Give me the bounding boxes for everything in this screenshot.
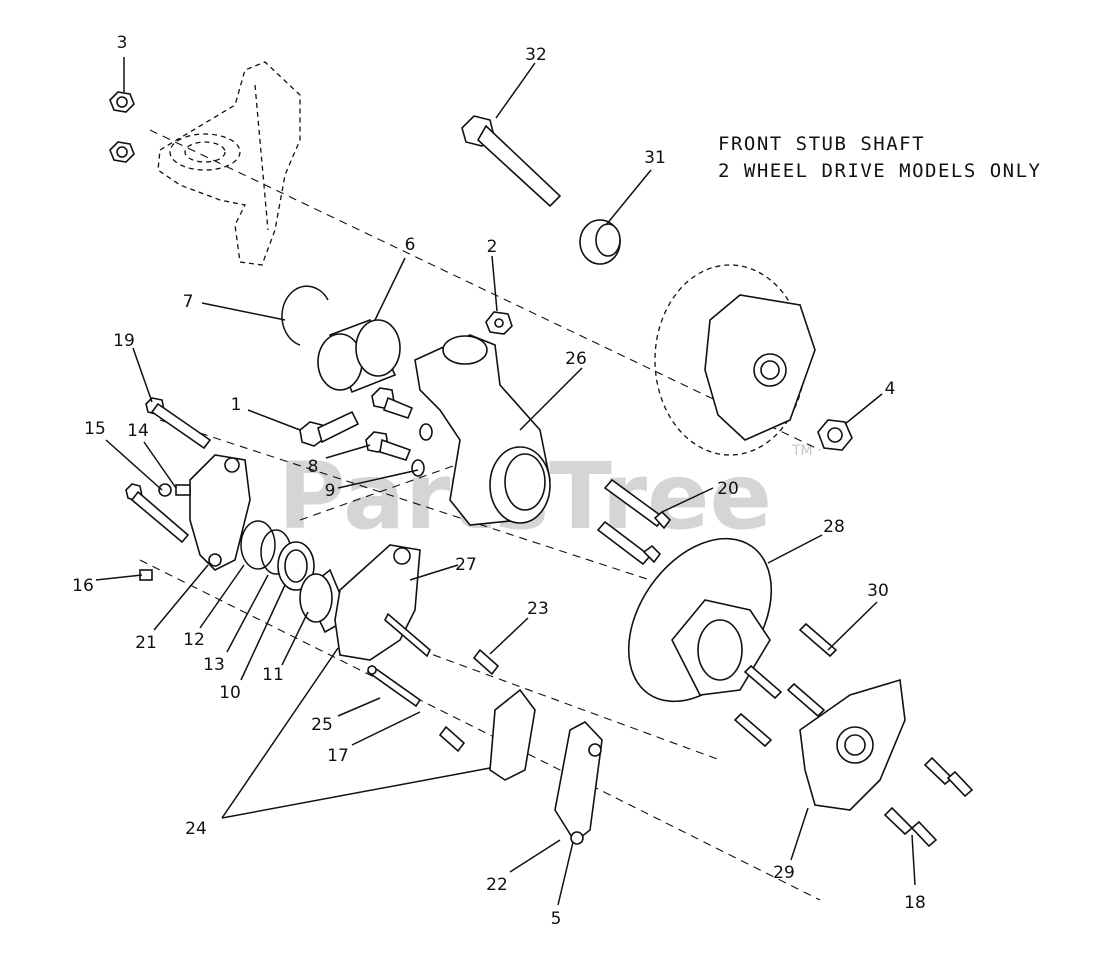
part-20-bolts <box>596 478 672 566</box>
part-7-retaining-ring <box>281 285 329 346</box>
part-22-caliper-plate <box>554 721 603 845</box>
part-2-nut <box>485 311 513 335</box>
leader-lines <box>95 57 916 906</box>
assembly-centerlines <box>139 129 821 901</box>
callout-26: 26 <box>565 349 587 369</box>
part-32-bolt <box>461 115 562 208</box>
callout-9: 9 <box>325 481 336 501</box>
watermark-trademark: TM <box>791 443 813 459</box>
callout-28: 28 <box>823 517 845 537</box>
callout-8: 8 <box>308 457 319 477</box>
part-29-hub <box>799 678 906 811</box>
callout-19: 19 <box>113 331 135 351</box>
callout-24: 24 <box>185 819 207 839</box>
part-21-caliper-housing <box>189 454 251 571</box>
callout-29: 29 <box>773 863 795 883</box>
part-30-studs <box>733 622 838 748</box>
callout-23: 23 <box>527 599 549 619</box>
part-25-pin <box>366 664 422 708</box>
part-3-nuts <box>109 91 135 163</box>
callout-15: 15 <box>84 419 106 439</box>
callout-31: 31 <box>644 148 666 168</box>
callout-25: 25 <box>311 715 333 735</box>
callout-13: 13 <box>203 655 225 675</box>
callout-labels: 1 2 3 4 5 6 7 8 9 10 11 12 13 14 15 16 1… <box>72 33 926 929</box>
part-1-bolt <box>299 410 360 447</box>
part-4-nut <box>817 419 853 451</box>
callout-1: 1 <box>231 395 242 415</box>
part-14-15-bleeder <box>158 483 191 497</box>
part-24-brake-pad <box>489 688 536 781</box>
part-19-bolt <box>145 397 212 450</box>
callout-17: 17 <box>327 746 349 766</box>
callout-14: 14 <box>127 421 149 441</box>
lower-housing-bolt <box>125 483 190 544</box>
steering-arm-bracket <box>157 61 301 266</box>
part-17-pin <box>384 612 431 658</box>
callout-18: 18 <box>904 893 926 913</box>
part-12-o-ring <box>240 520 276 570</box>
callout-21: 21 <box>135 633 157 653</box>
callout-5: 5 <box>551 909 562 929</box>
callout-12: 12 <box>183 630 205 650</box>
callout-10: 10 <box>219 683 241 703</box>
callout-4: 4 <box>885 379 896 399</box>
part-6-bushing <box>317 318 401 394</box>
part-18-bolts <box>883 756 974 848</box>
callout-16: 16 <box>72 576 94 596</box>
callout-3: 3 <box>117 33 128 53</box>
part-9-washers <box>411 423 433 477</box>
note-line-2: 2 WHEEL DRIVE MODELS ONLY <box>718 160 1041 182</box>
upper-bolt <box>371 387 414 419</box>
part-31-spacer <box>579 219 621 265</box>
callout-20: 20 <box>717 479 739 499</box>
part-26-spindle <box>414 334 551 526</box>
callout-22: 22 <box>486 875 508 895</box>
callout-30: 30 <box>867 581 889 601</box>
front-stub-shaft-hub <box>654 264 816 456</box>
callout-32: 32 <box>525 45 547 65</box>
part-10-seal <box>277 541 315 591</box>
callout-7: 7 <box>183 292 194 312</box>
callout-6: 6 <box>405 235 416 255</box>
callout-27: 27 <box>455 555 477 575</box>
part-27-caliper-bracket <box>334 544 421 661</box>
note-line-1: FRONT STUB SHAFT <box>718 133 925 155</box>
part-8-bolt <box>365 431 412 461</box>
callout-11: 11 <box>262 665 284 685</box>
part-23-sleeve <box>438 648 500 753</box>
callout-2: 2 <box>487 237 498 257</box>
